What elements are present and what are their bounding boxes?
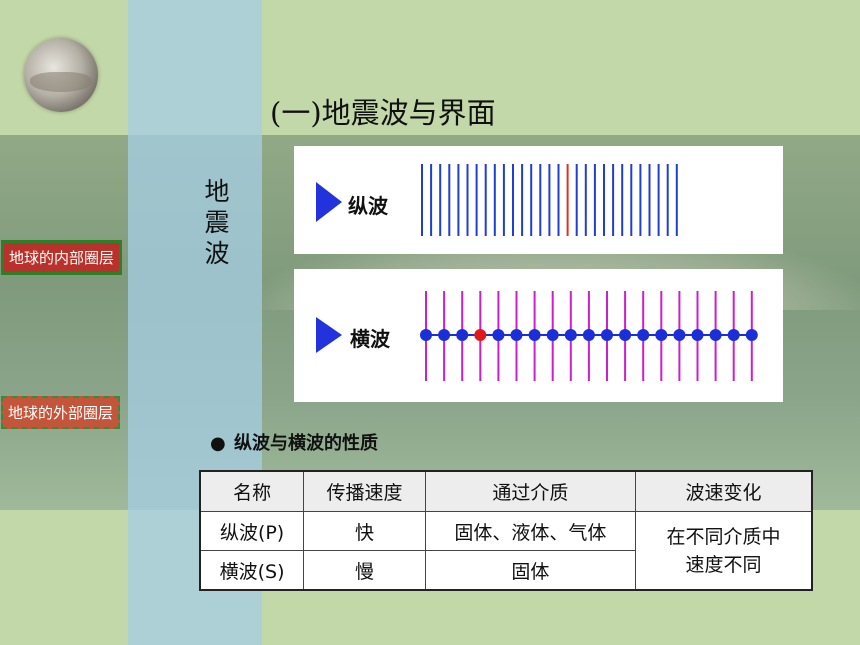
table-cell: 固体 [424, 550, 637, 591]
particle-dot [492, 329, 505, 341]
particle-dot [564, 329, 577, 341]
inner-layer-link[interactable]: 地球的内部圈层 [1, 240, 123, 275]
particle-dot [582, 329, 595, 341]
particle-dot [456, 329, 469, 341]
particle-dot [601, 329, 613, 341]
globe-icon [24, 38, 98, 112]
particle-dot [510, 329, 523, 341]
vertical-label-char: 震 [204, 208, 230, 237]
play-arrow-icon [316, 317, 342, 353]
vertical-label-char: 地 [204, 177, 230, 206]
particle-dot [655, 329, 668, 341]
particle-dot [546, 329, 559, 341]
table-cell: 纵波(P) [199, 511, 305, 551]
table-header-row: 名称 传播速度 通过介质 波速变化 [199, 470, 813, 512]
table-cell: 慢 [303, 550, 426, 591]
particle-dot [619, 329, 632, 341]
vertical-label: 地震波 [200, 176, 234, 269]
transverse-wave-label: 横波 [350, 327, 390, 351]
longitudinal-wave-label: 纵波 [348, 194, 388, 218]
particle-dot [691, 329, 704, 341]
play-arrow-icon [316, 182, 342, 222]
vertical-label-char: 波 [204, 239, 230, 268]
particle-dot [745, 329, 758, 341]
outer-layer-link[interactable]: 地球的外部圈层 [1, 396, 121, 429]
particle-dot [420, 329, 432, 341]
properties-heading: ●纵波与横波的性质 [210, 433, 378, 454]
particle-dot [474, 329, 487, 341]
particle-dot [528, 329, 541, 341]
header-cell: 名称 [199, 470, 305, 512]
table-cell: 固体、液体、气体 [424, 511, 637, 551]
merged-note-cell: 在不同介质中 速度不同 [635, 511, 813, 591]
particle-dot [727, 329, 740, 341]
header-cell: 波速变化 [635, 470, 813, 512]
table-cell: 横波(S) [199, 550, 305, 591]
particle-dot [709, 329, 722, 341]
longitudinal-wave-panel: 纵波 [294, 146, 783, 254]
longitudinal-wave-diagram [316, 164, 678, 236]
table-row: 横波(S) 慢 固体 [199, 550, 812, 591]
wave-properties-table: 名称 传播速度 通过介质 波速变化 纵波(P) 快 固体、液体、气体 在不同介质… [199, 470, 813, 591]
slide-title: (一)地震波与界面 [270, 96, 496, 130]
particle-dot [637, 329, 650, 341]
transverse-wave-diagram [316, 291, 758, 381]
particle-dot [673, 329, 686, 341]
table-row: 纵波(P) 快 固体、液体、气体 在不同介质中 速度不同 [199, 511, 813, 591]
table-cell: 快 [303, 511, 426, 551]
header-cell: 传播速度 [303, 470, 426, 512]
bullet-icon: ● [210, 433, 226, 454]
particle-dot [438, 329, 451, 341]
transverse-wave-panel: 横波 [294, 269, 783, 402]
header-cell: 通过介质 [424, 470, 637, 512]
